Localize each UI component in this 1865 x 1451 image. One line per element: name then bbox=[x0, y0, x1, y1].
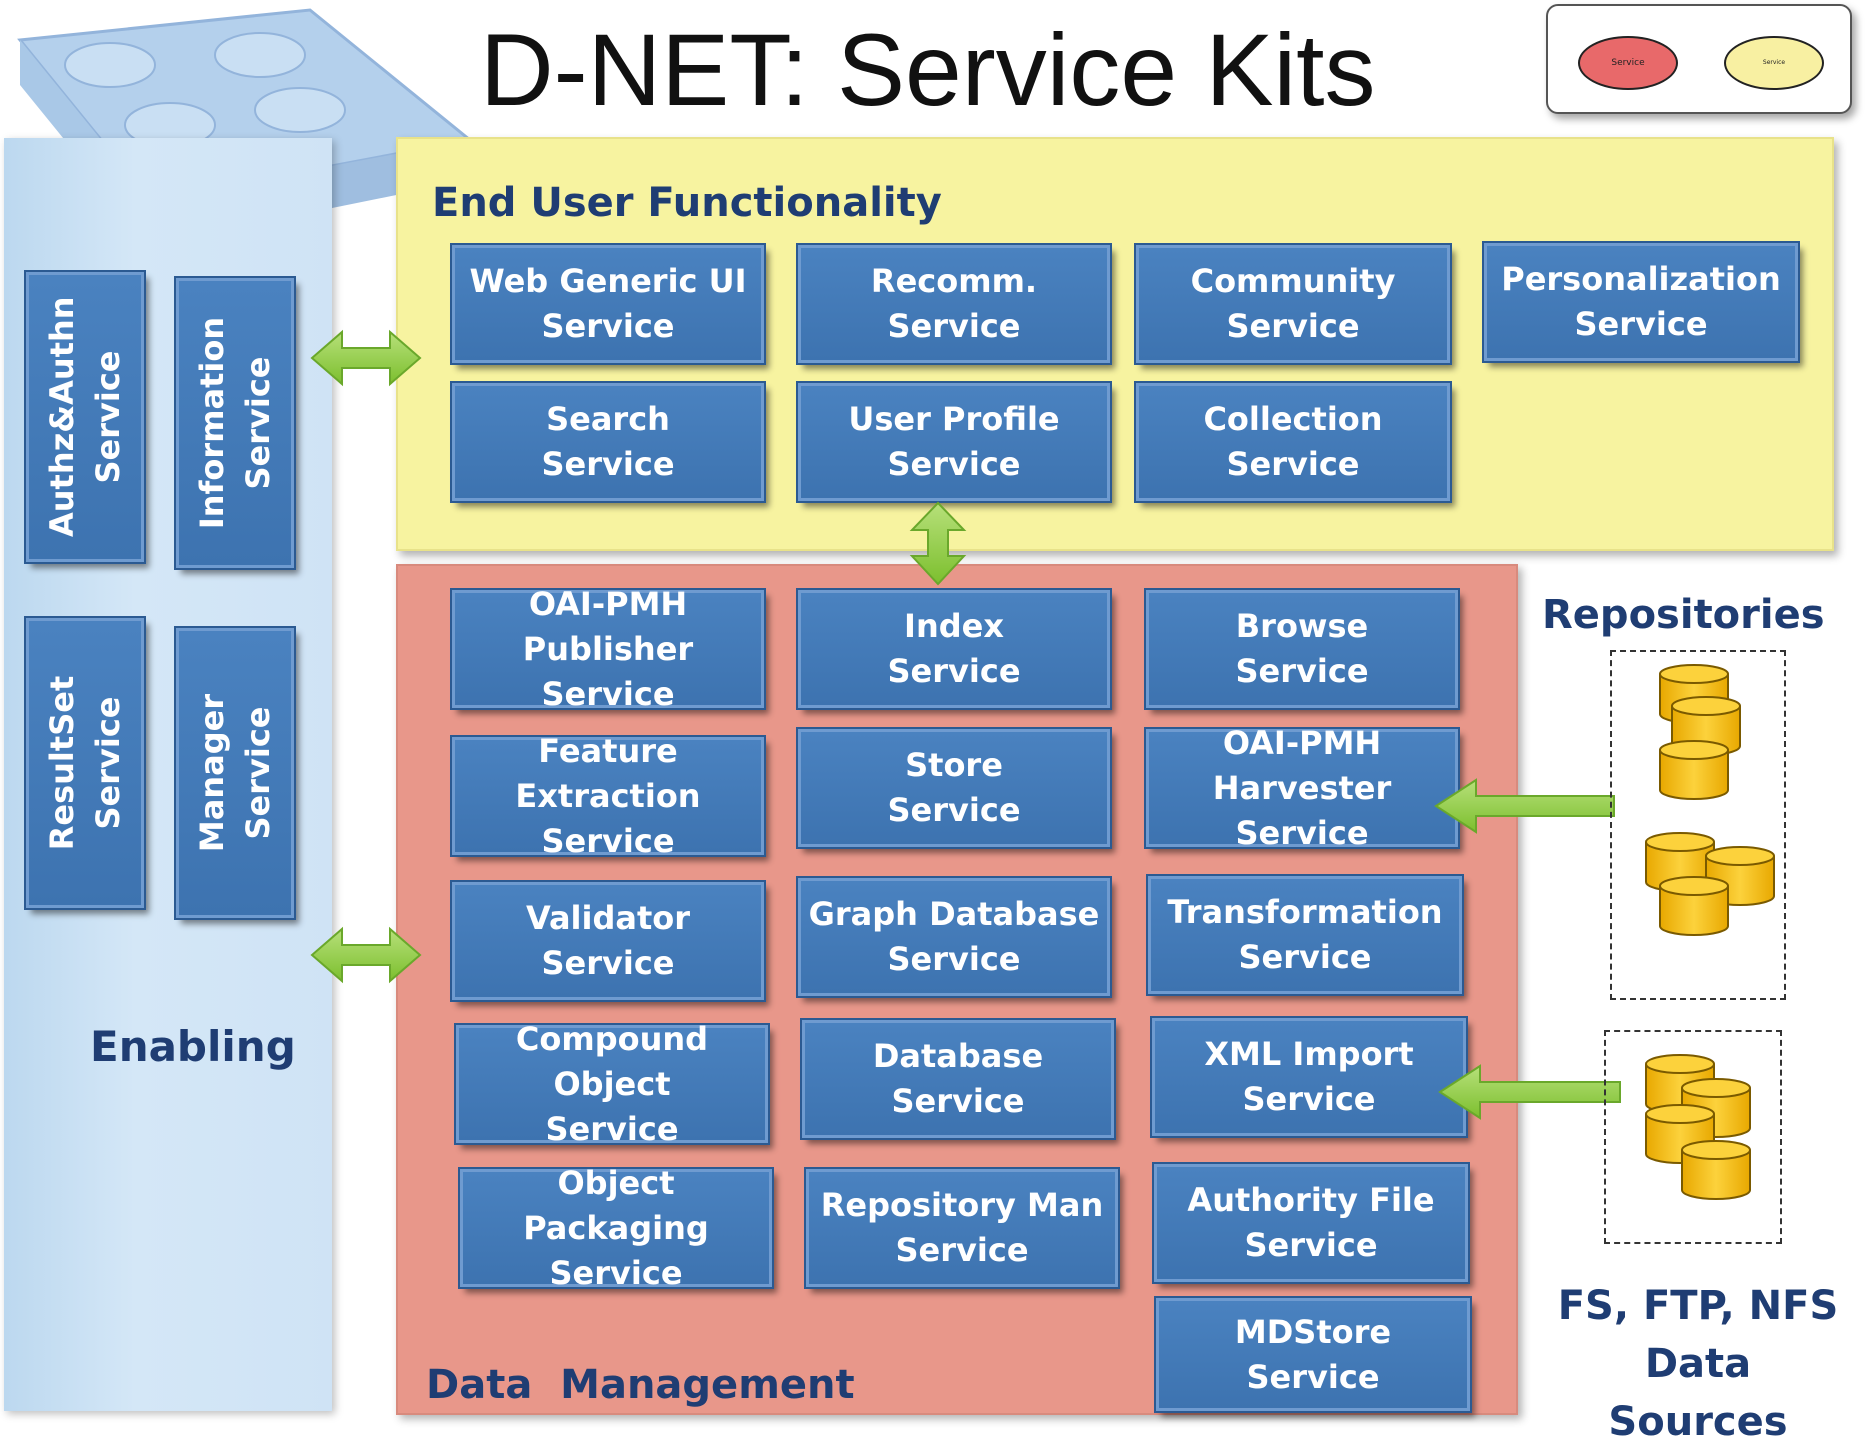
legend-service-red: Service bbox=[1578, 36, 1678, 90]
community-service: Community Service bbox=[1134, 243, 1452, 365]
data-management-label: Data Management bbox=[426, 1362, 855, 1408]
authz-authn-service: Authz&Authn Service bbox=[24, 270, 146, 564]
repositories-label: Repositories bbox=[1542, 592, 1825, 638]
diagram-title: D-NET: Service Kits bbox=[480, 13, 1376, 127]
web-generic-ui-service: Web Generic UI Service bbox=[450, 243, 766, 365]
end-user-functionality-label: End User Functionality bbox=[432, 180, 942, 226]
oai-pmh-harvester-service: OAI-PMH Harvester Service bbox=[1144, 724, 1460, 852]
repositories-box bbox=[1610, 650, 1786, 1000]
database-icon bbox=[1645, 664, 1775, 1200]
search-service: Search Service bbox=[450, 381, 766, 503]
collection-service: Collection Service bbox=[1134, 381, 1452, 503]
database-icons bbox=[1645, 664, 1775, 1200]
object-packaging-service: Object Packaging Service bbox=[458, 1164, 774, 1292]
legend: Service Service bbox=[1546, 4, 1852, 114]
fs-data-sources-label: FS, FTP, NFS Data Sources bbox=[1557, 1283, 1839, 1445]
transformation-service: Transformation Service bbox=[1146, 874, 1464, 996]
manager-service: Manager Service bbox=[174, 626, 296, 920]
recomm-service: Recomm. Service bbox=[796, 243, 1112, 365]
index-service: Index Service bbox=[796, 588, 1112, 710]
fs-data-sources-box bbox=[1604, 1030, 1782, 1244]
legend-service-yellow: Service bbox=[1724, 36, 1824, 90]
database-service: Database Service bbox=[800, 1018, 1116, 1140]
repository-man-service: Repository Man Service bbox=[804, 1167, 1120, 1289]
resultset-service: ResultSet Service bbox=[24, 616, 146, 910]
information-service: Information Service bbox=[174, 276, 296, 570]
validator-service: Validator Service bbox=[450, 880, 766, 1002]
user-profile-service: User Profile Service bbox=[796, 381, 1112, 503]
compound-object-service: Compound Object Service bbox=[454, 1020, 770, 1148]
store-service: Store Service bbox=[796, 727, 1112, 849]
feature-extraction-service: Feature Extraction Service bbox=[450, 732, 766, 860]
mdstore-service: MDStore Service bbox=[1154, 1296, 1472, 1413]
browse-service: Browse Service bbox=[1144, 588, 1460, 710]
enabling-label: Enabling bbox=[90, 1022, 296, 1071]
personalization-service: Personalization Service bbox=[1482, 241, 1800, 363]
authority-file-service: Authority File Service bbox=[1152, 1162, 1470, 1284]
graph-database-service: Graph Database Service bbox=[796, 876, 1112, 998]
xml-import-service: XML Import Service bbox=[1150, 1016, 1468, 1138]
oai-pmh-publisher-service: OAI-PMH Publisher Service bbox=[450, 585, 766, 713]
